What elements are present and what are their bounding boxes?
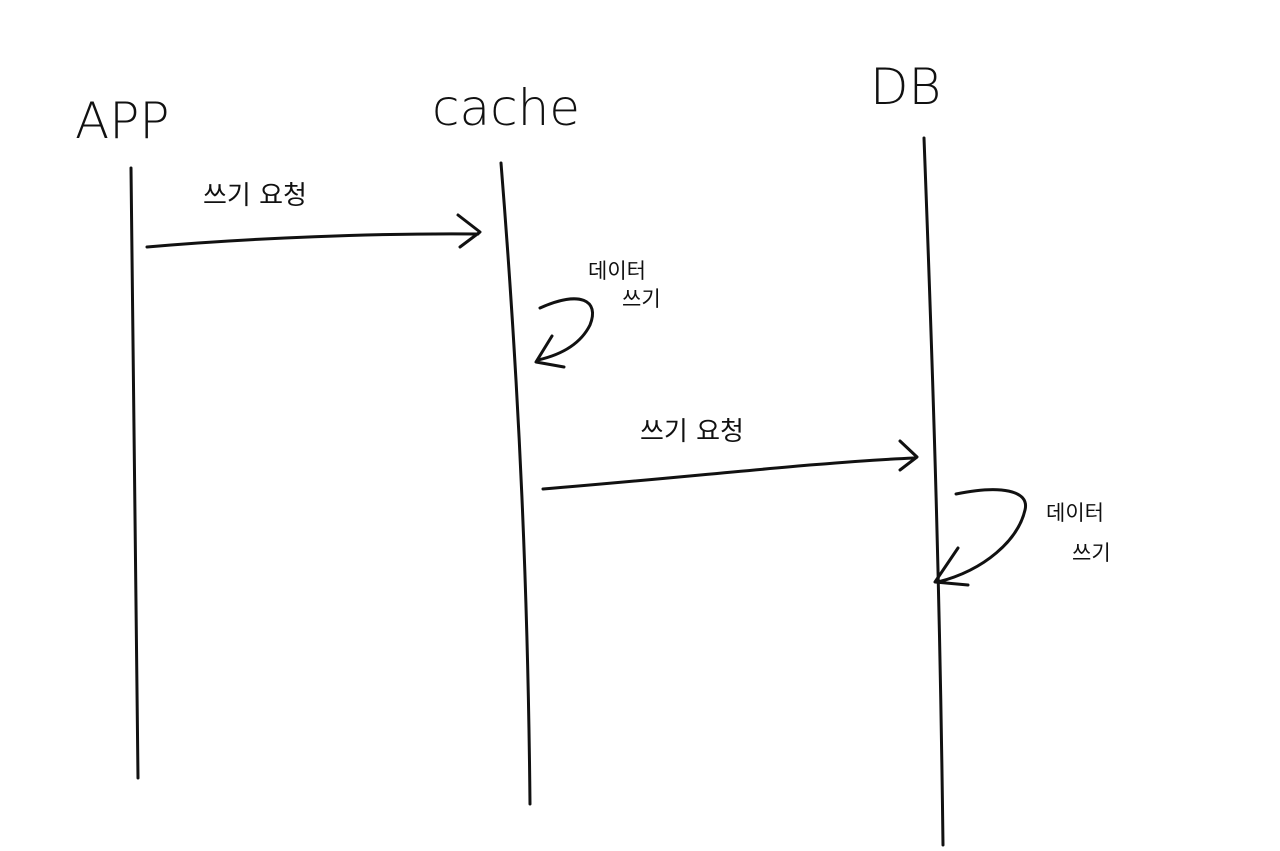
- db-self-note-line-2: 쓰기: [1072, 541, 1111, 565]
- db-self-arrow: [936, 488, 1027, 584]
- message-app-to-cache-arrow: [145, 232, 480, 249]
- message-cache-to-db-arrow: [541, 456, 916, 491]
- participant-app-label: APP: [75, 92, 170, 150]
- db-self-note-line-1: 데이터: [1046, 501, 1104, 525]
- message-app-to-cache-label: 쓰기 요청: [203, 181, 307, 211]
- db-self-arrowhead: [933, 546, 970, 587]
- lifeline-app: [129, 166, 140, 780]
- cache-self-arrowhead: [534, 334, 566, 369]
- message-cache-to-db-arrowhead: [898, 439, 919, 472]
- participant-cache-label: cache: [432, 79, 580, 137]
- message-cache-to-db-label: 쓰기 요청: [640, 417, 744, 447]
- message-app-to-cache-arrowhead: [456, 213, 482, 249]
- lifeline-db: [922, 136, 945, 847]
- cache-self-arrow: [536, 297, 594, 362]
- cache-self-note-line-1: 데이터: [588, 259, 646, 283]
- lifeline-cache: [499, 161, 532, 806]
- participant-db-label: DB: [870, 58, 941, 116]
- cache-self-note-line-2: 쓰기: [622, 287, 661, 311]
